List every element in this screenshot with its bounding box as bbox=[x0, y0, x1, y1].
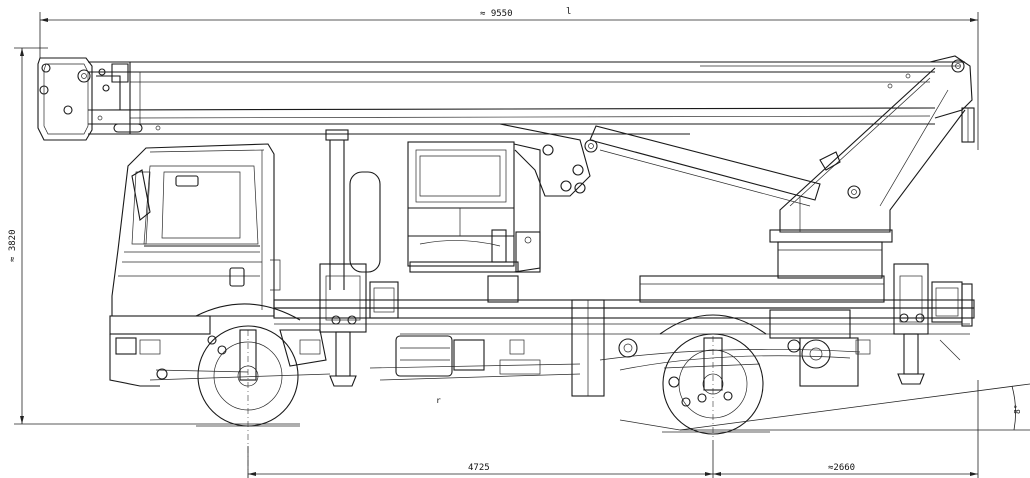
ground-line bbox=[196, 425, 770, 433]
wheelbase-label: 4725 bbox=[468, 463, 490, 473]
chassis-frame bbox=[270, 129, 975, 397]
center-mark: r bbox=[436, 396, 441, 405]
front-outrigger bbox=[319, 263, 399, 387]
dimension-departure-angle: 8° r bbox=[436, 383, 1030, 431]
lift-cylinder bbox=[499, 123, 821, 207]
front-wheel bbox=[149, 303, 331, 478]
overall-length-label: ≈ 9550 bbox=[480, 9, 513, 19]
dimension-rear-overhang: ≈2660 bbox=[713, 380, 979, 478]
top-mark: l bbox=[566, 7, 571, 17]
rear-wheel bbox=[619, 314, 801, 440]
dimension-wheelbase: 4725 bbox=[247, 440, 714, 478]
rear-overhang-label: ≈2660 bbox=[828, 463, 855, 473]
dimension-overall-height: ≈ 3820 bbox=[8, 47, 300, 425]
dimension-overall-length: ≈ 9550 l bbox=[39, 7, 979, 150]
departure-angle-label: 8° bbox=[1013, 404, 1022, 414]
overall-height-label: ≈ 3820 bbox=[8, 229, 18, 262]
boom-pedestal bbox=[769, 67, 966, 279]
rear-outrigger bbox=[893, 263, 973, 385]
work-basket bbox=[407, 141, 541, 303]
telescopic-boom bbox=[37, 55, 975, 143]
truck-cab bbox=[109, 143, 275, 387]
